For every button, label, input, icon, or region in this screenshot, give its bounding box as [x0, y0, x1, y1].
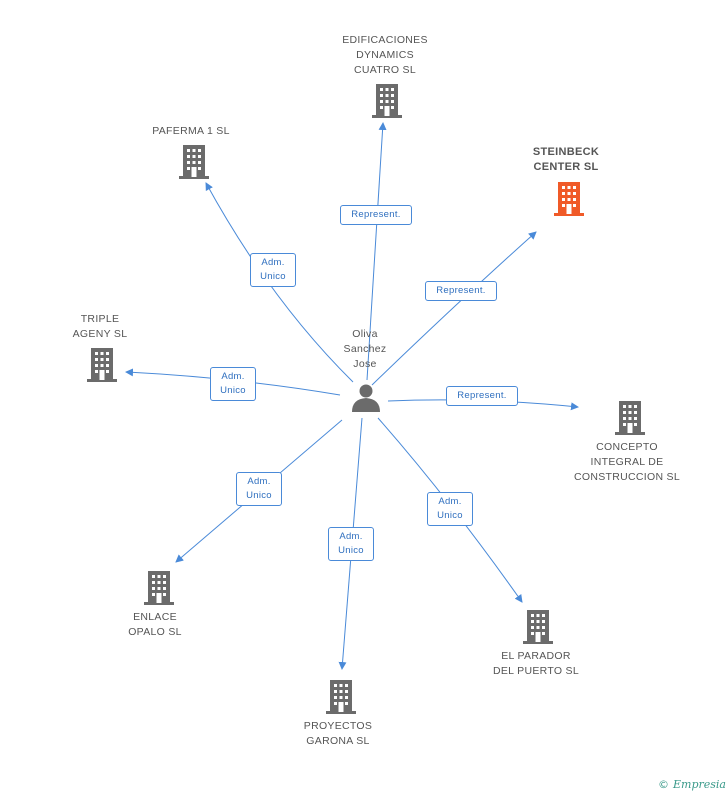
relation-label-steinbeck: Represent. [425, 281, 497, 301]
company-label-paferma[interactable]: PAFERMA 1 SL [152, 125, 230, 137]
relation-label-triple: Adm. Unico [210, 367, 256, 401]
edge-paferma [205, 182, 354, 383]
relation-label-proyectos: Adm. Unico [328, 527, 374, 561]
relation-label-concepto: Represent. [446, 386, 518, 406]
company-label-enlace[interactable]: ENLACE OPALO SL [128, 611, 182, 638]
building-icon[interactable] [86, 348, 118, 382]
copyright-icon: © [658, 778, 669, 791]
watermark: © Empresia [658, 778, 726, 791]
company-label-steinbeck[interactable]: STEINBECK CENTER SL [532, 146, 600, 173]
building-icon[interactable] [178, 145, 210, 179]
company-label-proyectos[interactable]: PROYECTOS GARONA SL [303, 720, 373, 747]
company-label-parador[interactable]: EL PARADOR DEL PUERTO SL [493, 650, 579, 677]
relation-label-edificaciones: Represent. [340, 205, 412, 225]
relation-label-parador: Adm. Unico [427, 492, 473, 526]
building-icon[interactable] [614, 401, 646, 435]
brand-logo: Empresia [673, 778, 726, 791]
edge-edificaciones [366, 122, 387, 381]
relation-label-enlace: Adm. Unico [236, 472, 282, 506]
building-icon[interactable] [522, 610, 554, 644]
relation-label-paferma: Adm. Unico [250, 253, 296, 287]
company-label-concepto[interactable]: CONCEPTO INTEGRAL DE CONSTRUCCION SL [573, 441, 680, 483]
person-icon[interactable] [350, 382, 382, 412]
building-icon[interactable] [143, 571, 175, 605]
company-label-triple[interactable]: TRIPLE AGENY SL [72, 313, 128, 340]
edge-steinbeck [371, 231, 537, 386]
building-icon[interactable] [371, 84, 403, 118]
person-name: Oliva Sanchez Jose [343, 328, 387, 370]
company-label-edificaciones[interactable]: EDIFICACIONES DYNAMICS CUATRO SL [342, 34, 428, 76]
building-icon[interactable] [325, 680, 357, 714]
building-icon[interactable] [553, 182, 585, 216]
